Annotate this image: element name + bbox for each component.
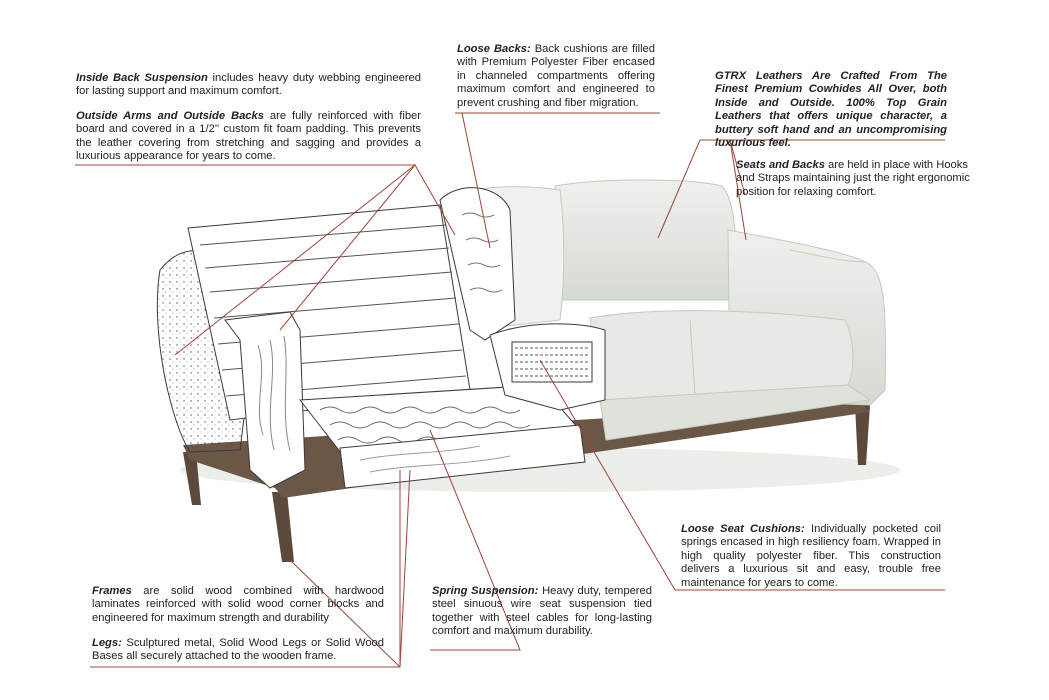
inside-back-text: includes heavy duty webbing engineered f… (76, 72, 421, 98)
legs-text: Sculptured metal, Solid Wood Legs or Sol… (92, 637, 384, 663)
gtrx-text: GTRX Leathers Are Crafted From The Fines… (715, 70, 947, 150)
seats-backs-note: Seats and Backs are held in place with H… (736, 159, 972, 199)
outside-arms-text: are fully reinforced with fiber board an… (76, 110, 421, 163)
frames-heading: Frames (92, 585, 132, 597)
loose-seat-heading: Loose Seat Cushions: (681, 523, 805, 535)
loose-backs-text: Back cushions are filled with Premium Po… (457, 43, 655, 109)
seats-backs-text: are held in place with Hooks and Straps … (736, 159, 970, 198)
legs-note: Legs: Sculptured metal, Solid Wood Legs … (92, 637, 384, 664)
legs-heading: Legs: (92, 637, 122, 649)
outside-arms-note: Outside Arms and Outside Backs are fully… (76, 110, 421, 164)
outside-arms-heading: Outside Arms and Outside Backs (76, 110, 264, 122)
leather-sofa (454, 179, 887, 441)
sofa-legs (183, 405, 870, 562)
cutaway-frame (156, 187, 606, 489)
frames-text: are solid wood combined with hardwood la… (92, 585, 384, 624)
spring-suspension-note: Spring Suspension: Heavy duty, tempered … (432, 585, 652, 639)
loose-seat-cushions-note: Loose Seat Cushions: Individually pocket… (681, 523, 941, 590)
loose-backs-heading: Loose Backs: (457, 43, 531, 55)
spring-text: Heavy duty, tempered steel sinuous wire … (432, 585, 652, 638)
leader-lines (75, 112, 945, 668)
inside-back-suspension-note: Inside Back Suspension includes heavy du… (76, 72, 421, 99)
frames-note: Frames are solid wood combined with hard… (92, 585, 384, 625)
seats-backs-heading: Seats and Backs (736, 159, 825, 171)
spring-heading: Spring Suspension: (432, 585, 539, 597)
gtrx-leather-note: GTRX Leathers Are Crafted From The Fines… (715, 70, 947, 150)
loose-backs-note: Loose Backs: Back cushions are filled wi… (457, 43, 655, 110)
inside-back-heading: Inside Back Suspension (76, 72, 208, 84)
loose-seat-text: Individually pocketed coil springs encas… (681, 523, 941, 589)
